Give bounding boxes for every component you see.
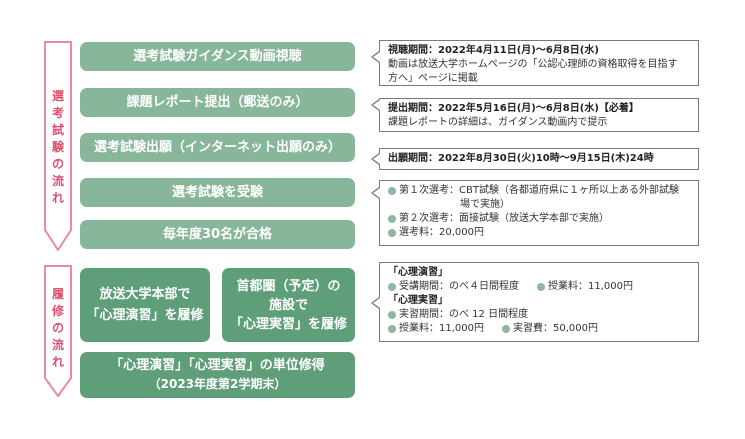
selection-flow-arrow-shape [44,41,72,251]
info-guidance-desc-1: 動画は放送大学ホームページの「公認心理師の資格取得を目指す [388,59,678,70]
step-pass: 毎年度30名が合格 [80,220,355,249]
selection-label-char: の [51,157,64,171]
selection-flow-arrow: 選考試験の流れ [44,40,72,252]
info-course-practice-cost: 実習費：50,000円 [513,323,598,334]
info-course: 「心理演習」 受講期間：のべ４日間程度 授業料：11,000円 「心理実習」 実… [379,262,699,342]
step-report-submission-text: 課題レポート提出（郵送のみ） [126,95,309,110]
info-exam-item-2: 第２次選考：面接試験（放送大学本部で実施） [388,212,690,226]
step-pass-text: 毎年度30名が合格 [162,227,273,242]
step-credit-subtext: （2023年度第2学期末） [148,377,287,391]
step-theory-course: 放送大学本部で 「心理演習」を履修 [80,268,210,342]
step-credit-text: 「心理演習」「心理実習」の単位修得 [110,358,325,373]
bullet-icon [388,311,396,319]
bullet-icon [537,283,545,291]
step-guidance-video-text: 選考試験ガイダンス動画視聴 [133,49,302,64]
step-exam-text: 選考試験を受験 [171,185,263,200]
info-exam-item-2-text: 第２次選考：面接試験（放送大学本部で実施） [399,213,609,224]
selection-label-char: 試 [51,123,64,137]
info-course-practice-period: 実習期間：のべ 12 日間程度 [399,309,529,320]
info-course-practice-title: 「心理実習」 [388,295,448,306]
course-label-char: の [51,321,64,335]
info-exam-item-3: 選考料：20,000円 [388,226,690,240]
info-guidance: 視聴期間：2022年4月11日(月)〜6月8日(水) 動画は放送大学ホームページ… [379,40,699,86]
info-course-theory-row: 受講期間：のべ４日間程度 授業料：11,000円 [388,280,690,294]
info-course-theory-fee: 授業料：11,000円 [548,281,633,292]
info-report: 提出期間：2022年5月16日(月)〜6月8日(水)【必着】 課題レポートの詳細… [379,98,699,132]
selection-label-char: 選 [51,89,64,103]
bullet-icon [388,325,396,333]
course-label-char: れ [51,355,64,369]
selection-flow-label: 選考試験の流れ [44,88,72,207]
selection-label-char: 流 [51,174,64,188]
course-label-char: 修 [51,304,64,318]
step-practice-course-line1: 首都圏（予定）の [236,278,341,294]
info-report-pointer [371,99,380,111]
info-exam-item-3-text: 選考料：20,000円 [399,227,484,238]
info-guidance-desc-2: 方へ」ページに掲載 [388,73,478,84]
bullet-icon [388,283,396,291]
bullet-icon [388,187,396,195]
info-exam-item-1: 第１次選考：CBT試験（各都道府県に１ヶ所以上ある外部試験 [388,184,690,198]
step-practice-course-line3: 「心理実習」を履修 [229,316,347,332]
info-exam: 第１次選考：CBT試験（各都道府県に１ヶ所以上ある外部試験 場で実施） 第２次選… [379,180,699,246]
step-application-text: 選考試験出願（インターネット出願のみ） [93,140,341,155]
bullet-icon [502,325,510,333]
selection-label-char: 考 [51,106,64,120]
step-practice-course: 首都圏（予定）の 施設で 「心理実習」を履修 [222,268,355,342]
course-label-char: 履 [51,287,64,301]
step-credit: 「心理演習」「心理実習」の単位修得 （2023年度第2学期末） [80,352,355,398]
course-label-char: 流 [51,338,64,352]
step-theory-course-line1: 放送大学本部で [99,287,191,302]
info-report-period: 提出期間：2022年5月16日(月)〜6月8日(水)【必着】 [388,103,639,114]
info-course-pointer [371,297,380,309]
course-flow-arrow-shape [44,265,72,397]
step-application: 選考試験出願（インターネット出願のみ） [80,133,355,162]
bullet-icon [388,229,396,237]
info-exam-pointer [371,187,380,199]
step-guidance-video: 選考試験ガイダンス動画視聴 [80,42,355,71]
info-apply-pointer [371,153,380,165]
step-practice-course-line2: 施設で [268,297,308,313]
course-flow-arrow: 履修の流れ [44,264,72,398]
info-apply-period: 出願期間：2022年8月30日(火)10時〜9月15日(木)24時 [388,153,654,164]
info-apply: 出願期間：2022年8月30日(火)10時〜9月15日(木)24時 [379,148,699,170]
info-course-practice-period-row: 実習期間：のべ 12 日間程度 [388,308,690,322]
step-theory-course-line2: 「心理演習」を履修 [86,308,204,323]
info-course-theory-title: 「心理演習」 [388,267,448,278]
info-course-practice-fee: 授業料：11,000円 [399,323,484,334]
info-guidance-period: 視聴期間：2022年4月11日(月)〜6月8日(水) [388,45,599,56]
info-exam-item-1-cont: 場で実施） [460,199,510,210]
course-flow-label: 履修の流れ [44,286,72,371]
info-exam-item-1-text: 第１次選考：CBT試験（各都道府県に１ヶ所以上ある外部試験 [399,185,679,196]
info-course-theory-period: 受講期間：のべ４日間程度 [399,281,519,292]
step-exam: 選考試験を受験 [80,178,355,207]
info-guidance-pointer [371,51,380,63]
bullet-icon [388,215,396,223]
selection-label-char: れ [51,191,64,205]
selection-label-char: 験 [51,140,64,154]
info-course-practice-fee-row: 授業料：11,000円 実習費：50,000円 [388,322,690,336]
info-report-desc: 課題レポートの詳細は、ガイダンス動画内で提示 [388,117,608,128]
step-report-submission: 課題レポート提出（郵送のみ） [80,88,355,117]
